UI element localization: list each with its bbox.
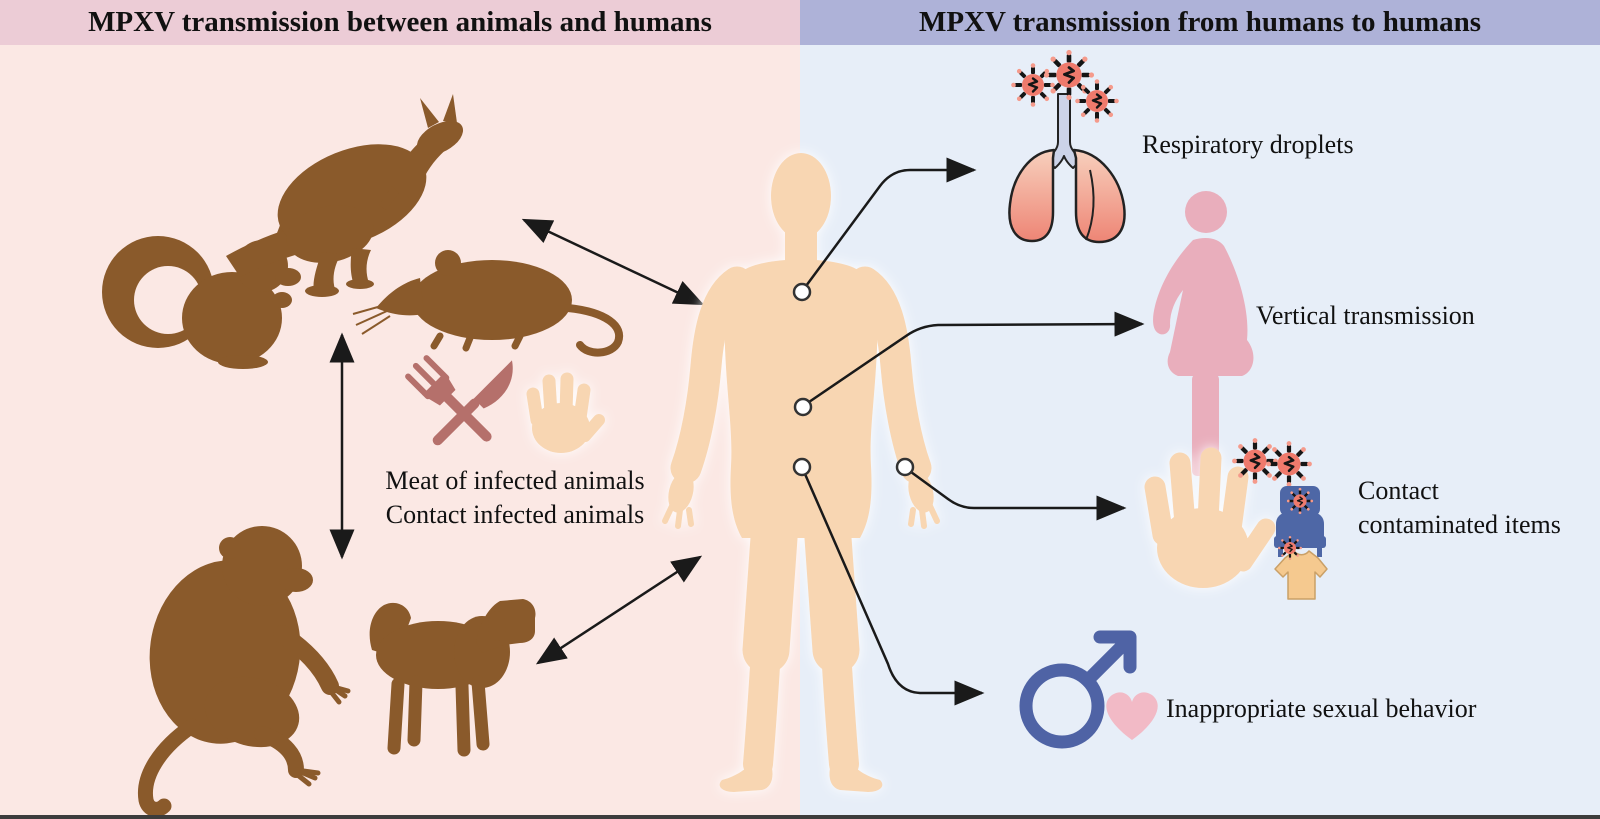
- contact-label-line-2: contaminated items: [1358, 510, 1561, 539]
- animal-contact-caption: Meat of infected animals Contact infecte…: [365, 464, 665, 532]
- hand-icon: [526, 372, 605, 453]
- connector-lines: [803, 157, 1145, 706]
- fork-knife-icon: [405, 355, 513, 446]
- body-point-markers: [792, 282, 915, 477]
- right-panel-title: MPXV transmission from humans to humans: [800, 0, 1600, 45]
- caption-line-1: Meat of infected animals: [385, 466, 645, 495]
- bed-virus-icon: [1286, 487, 1314, 515]
- caption-line-2: Contact infected animals: [385, 500, 645, 529]
- kangaroo-icon: [226, 94, 464, 297]
- lungs-icon: [1008, 93, 1126, 244]
- male-symbol-icon: [1019, 630, 1137, 749]
- shirt-virus-icon: [1277, 535, 1303, 561]
- heart-icon: [1106, 692, 1158, 740]
- respiratory-droplets-label: Respiratory droplets: [1142, 130, 1354, 159]
- transmission-arrows-left: [329, 218, 705, 665]
- pregnant-woman-icon: [1153, 191, 1254, 476]
- contact-hand-icon: [1144, 447, 1276, 588]
- rat-icon: [352, 250, 624, 357]
- contact-label-line-1: Contact: [1358, 476, 1439, 505]
- sexual-behavior-label: Inappropriate sexual behavior: [1166, 694, 1477, 723]
- tshirt-icon: [1274, 550, 1328, 600]
- vertical-transmission-label: Vertical transmission: [1256, 301, 1475, 330]
- dog-icon: [369, 599, 536, 757]
- bottom-border: [0, 815, 1600, 819]
- monkey-icon: [137, 526, 351, 817]
- left-panel-title: MPXV transmission between animals and hu…: [0, 0, 800, 45]
- contact-contaminated-label: Contact contaminated items: [1358, 474, 1561, 542]
